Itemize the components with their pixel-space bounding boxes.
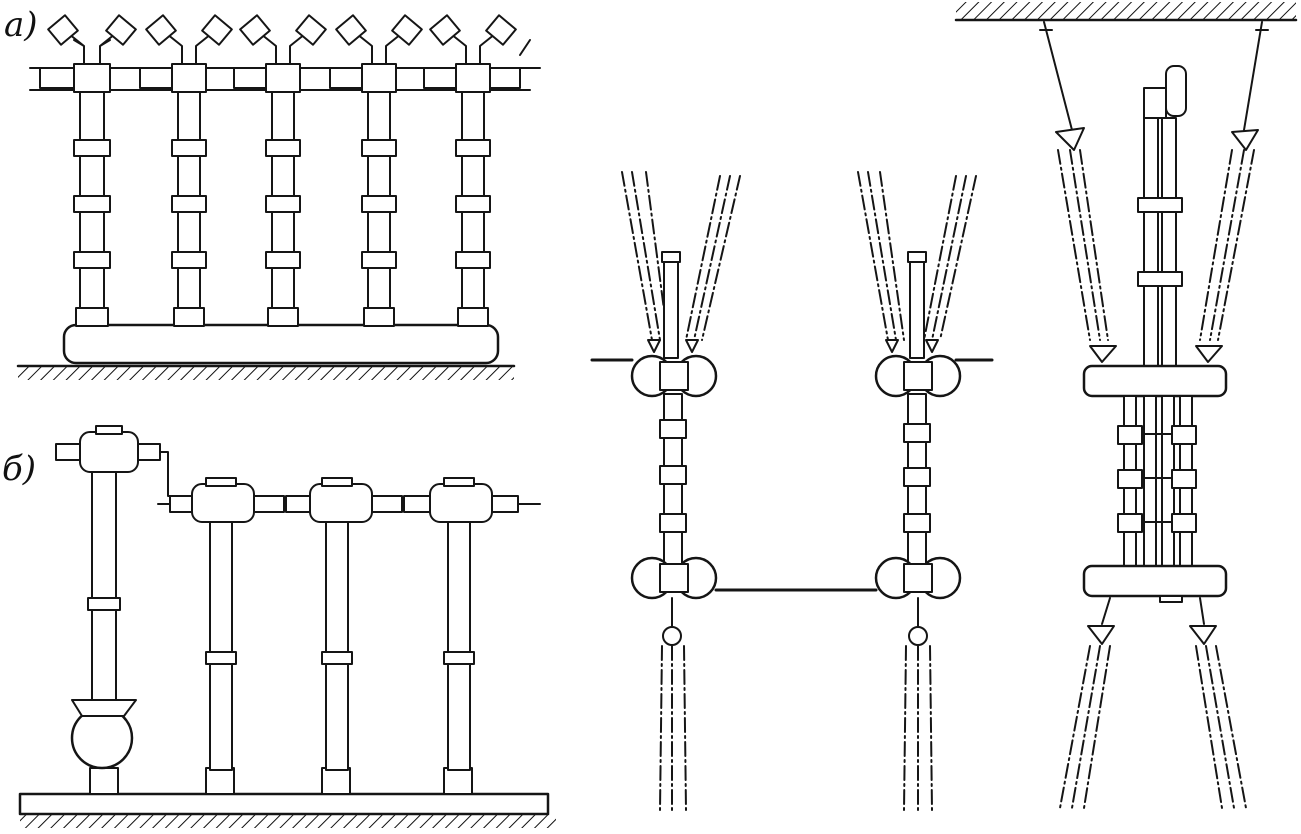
panel-a: а) [4, 5, 541, 380]
panel-b-pole-tall [55, 425, 177, 795]
panel-d-lower-strings [1059, 597, 1247, 809]
panel-d [954, 2, 1298, 809]
panel-d-ceiling-hatch [956, 2, 1296, 20]
panel-a-pole-4 [329, 14, 423, 327]
panel-c-left-unit [590, 171, 741, 811]
panel-b-ground-hatch [20, 814, 556, 828]
panel-a-label: а) [4, 5, 38, 45]
panel-b-pole-1 [169, 477, 285, 795]
panel-a-pole-5 [423, 14, 521, 327]
panel-b: б) [2, 425, 556, 828]
panel-d-upper-frame [1082, 364, 1228, 398]
panel-a-pole-3 [233, 14, 327, 327]
panel-a-base-frame [62, 323, 500, 365]
panel-a-ground-hatch [18, 366, 514, 380]
panel-b-label: б) [2, 449, 36, 489]
panel-c-right-unit [857, 171, 994, 811]
panel-d-middle-poles [1117, 395, 1197, 567]
panel-a-pole-1 [39, 14, 137, 327]
panel-d-lower-frame [1082, 564, 1228, 598]
panel-d-upper-strings [1055, 127, 1259, 363]
panel-c [590, 171, 994, 811]
panel-d-center-column [1137, 65, 1187, 369]
panel-d-suspension [1039, 21, 1269, 131]
panel-b-pole-3 [403, 477, 519, 795]
panel-b-pole-2 [285, 477, 403, 795]
panel-a-pole-2 [139, 14, 233, 327]
panel-b-base-frame [18, 792, 550, 816]
